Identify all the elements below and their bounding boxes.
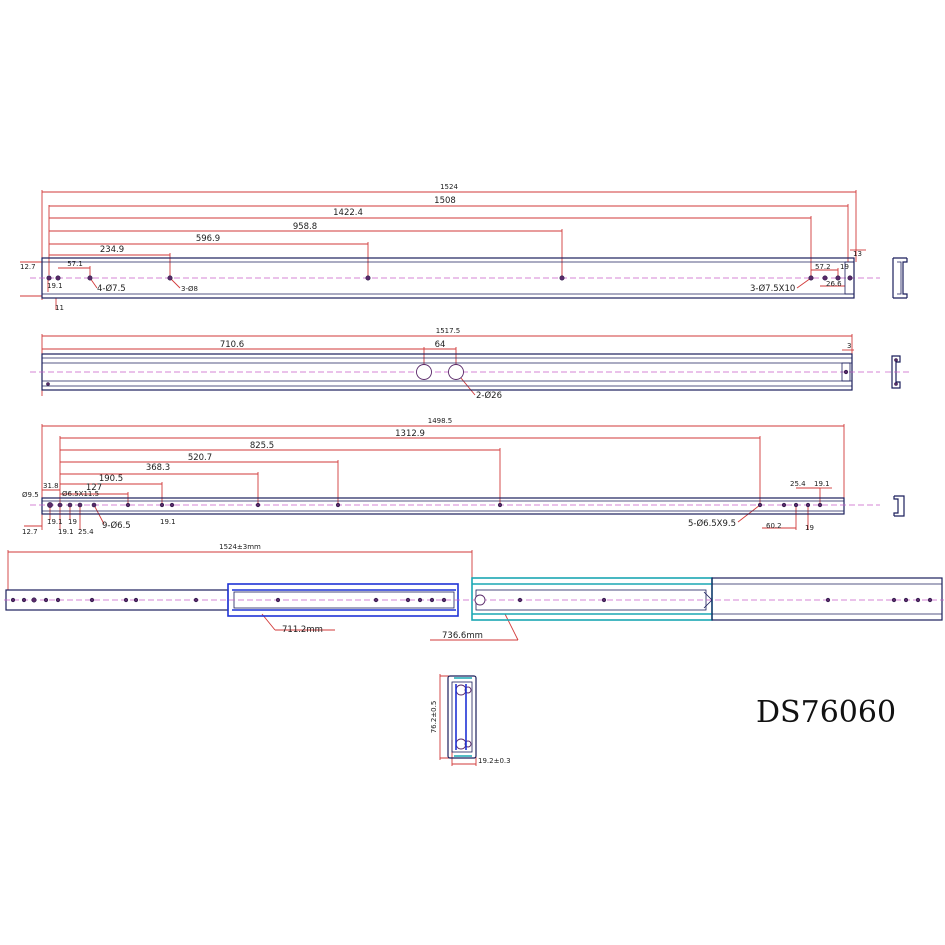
dim-overall-length: 1524: [440, 183, 458, 191]
dim-inner-d: 25.4: [78, 528, 94, 536]
callout-inner-holes: 9-Ø6.5: [102, 520, 131, 531]
dim-middle-travel: 711.2mm: [282, 625, 323, 635]
dim-inner-pos-3: 520.7: [188, 453, 212, 463]
dim-mid-hole-gap: 64: [435, 340, 446, 350]
callout-inner-slot: Ø6.5X11.5: [62, 490, 99, 498]
view-2-middle-member: 1517.5 710.6 64 3 2-Ø26: [30, 327, 912, 401]
dim-length-4: 958.8: [293, 222, 317, 232]
dim-inner-rear-b: 60.2: [766, 522, 782, 530]
dim-inner-rear-c: 19: [805, 524, 814, 532]
callout-mid-holes: 3-Ø8: [181, 285, 198, 293]
cross-section-view: 76.2±0.5 19.2±0.3: [430, 674, 511, 766]
dim-rear-end: 19: [840, 263, 849, 271]
dim-rear-slot: 26.6: [826, 280, 842, 288]
dim-inner-pos-6: 127: [86, 483, 102, 493]
dim-inner-b: 19.1: [58, 528, 74, 536]
dim-inner-c: 19: [68, 518, 77, 526]
dim-length-5: 596.9: [196, 234, 220, 244]
dim-tab: 13: [853, 250, 862, 258]
dim-inner-pos-4: 368.3: [146, 463, 170, 473]
dim-section-height: 76.2±0.5: [430, 701, 438, 734]
view-4-extended-assembly: 1524±3mm 711.2mm 736.6mm: [4, 543, 944, 641]
dim-edge: 19.1: [47, 282, 63, 290]
dim-inner-e: 19.1: [160, 518, 176, 526]
callout-inner-rear-slots: 5-Ø6.5X9.5: [688, 518, 736, 529]
dim-inner-rear-a: 25.4: [790, 480, 806, 488]
dim-outer-travel: 736.6mm: [442, 631, 483, 641]
dim-mid-hole-pos: 710.6: [220, 340, 244, 350]
dim-hole-spacing: 57.1: [67, 260, 83, 268]
dim-length-2: 1508: [434, 196, 456, 206]
dim-inner-pos-2: 825.5: [250, 441, 274, 451]
view-1-top-rail: 1524 1508 1422.4 958.8 596.9 234.9 57.1 …: [20, 183, 908, 312]
dim-offset: 12.7: [20, 263, 36, 271]
dim-rear-spacing: 57.2: [815, 263, 831, 271]
dim-inner-offset: 12.7: [22, 528, 38, 536]
dim-mid-length: 1517.5: [436, 327, 461, 335]
dim-section-width: 19.2±0.3: [478, 757, 511, 765]
dim-inner-a: 19.1: [47, 518, 63, 526]
dim-inner-length: 1498.5: [428, 417, 453, 425]
model-code-label: DS76060: [756, 695, 896, 730]
dim-length-6: 234.9: [100, 245, 124, 255]
dim-length-3: 1422.4: [333, 208, 363, 218]
dim-inner-pos-1: 1312.9: [395, 429, 425, 439]
dim-inner-pos-5: 190.5: [99, 474, 123, 484]
dim-inner-front: 31.8: [43, 482, 59, 490]
view-3-inner-member: 1498.5 1312.9 825.5 520.7 368.3 190.5 12…: [22, 417, 905, 536]
callout-rear-slots: 3-Ø7.5X10: [750, 283, 795, 294]
dim-mid-tab: 3: [847, 342, 851, 350]
dim-end: 11: [55, 304, 64, 312]
dim-inner-rear-d: 19.1: [814, 480, 830, 488]
callout-mid-large-holes: 2-Ø26: [476, 390, 502, 401]
dim-inner-dia: Ø9.5: [22, 491, 39, 499]
callout-front-holes: 4-Ø7.5: [97, 283, 126, 294]
dim-extension-length: 1524±3mm: [219, 543, 261, 551]
